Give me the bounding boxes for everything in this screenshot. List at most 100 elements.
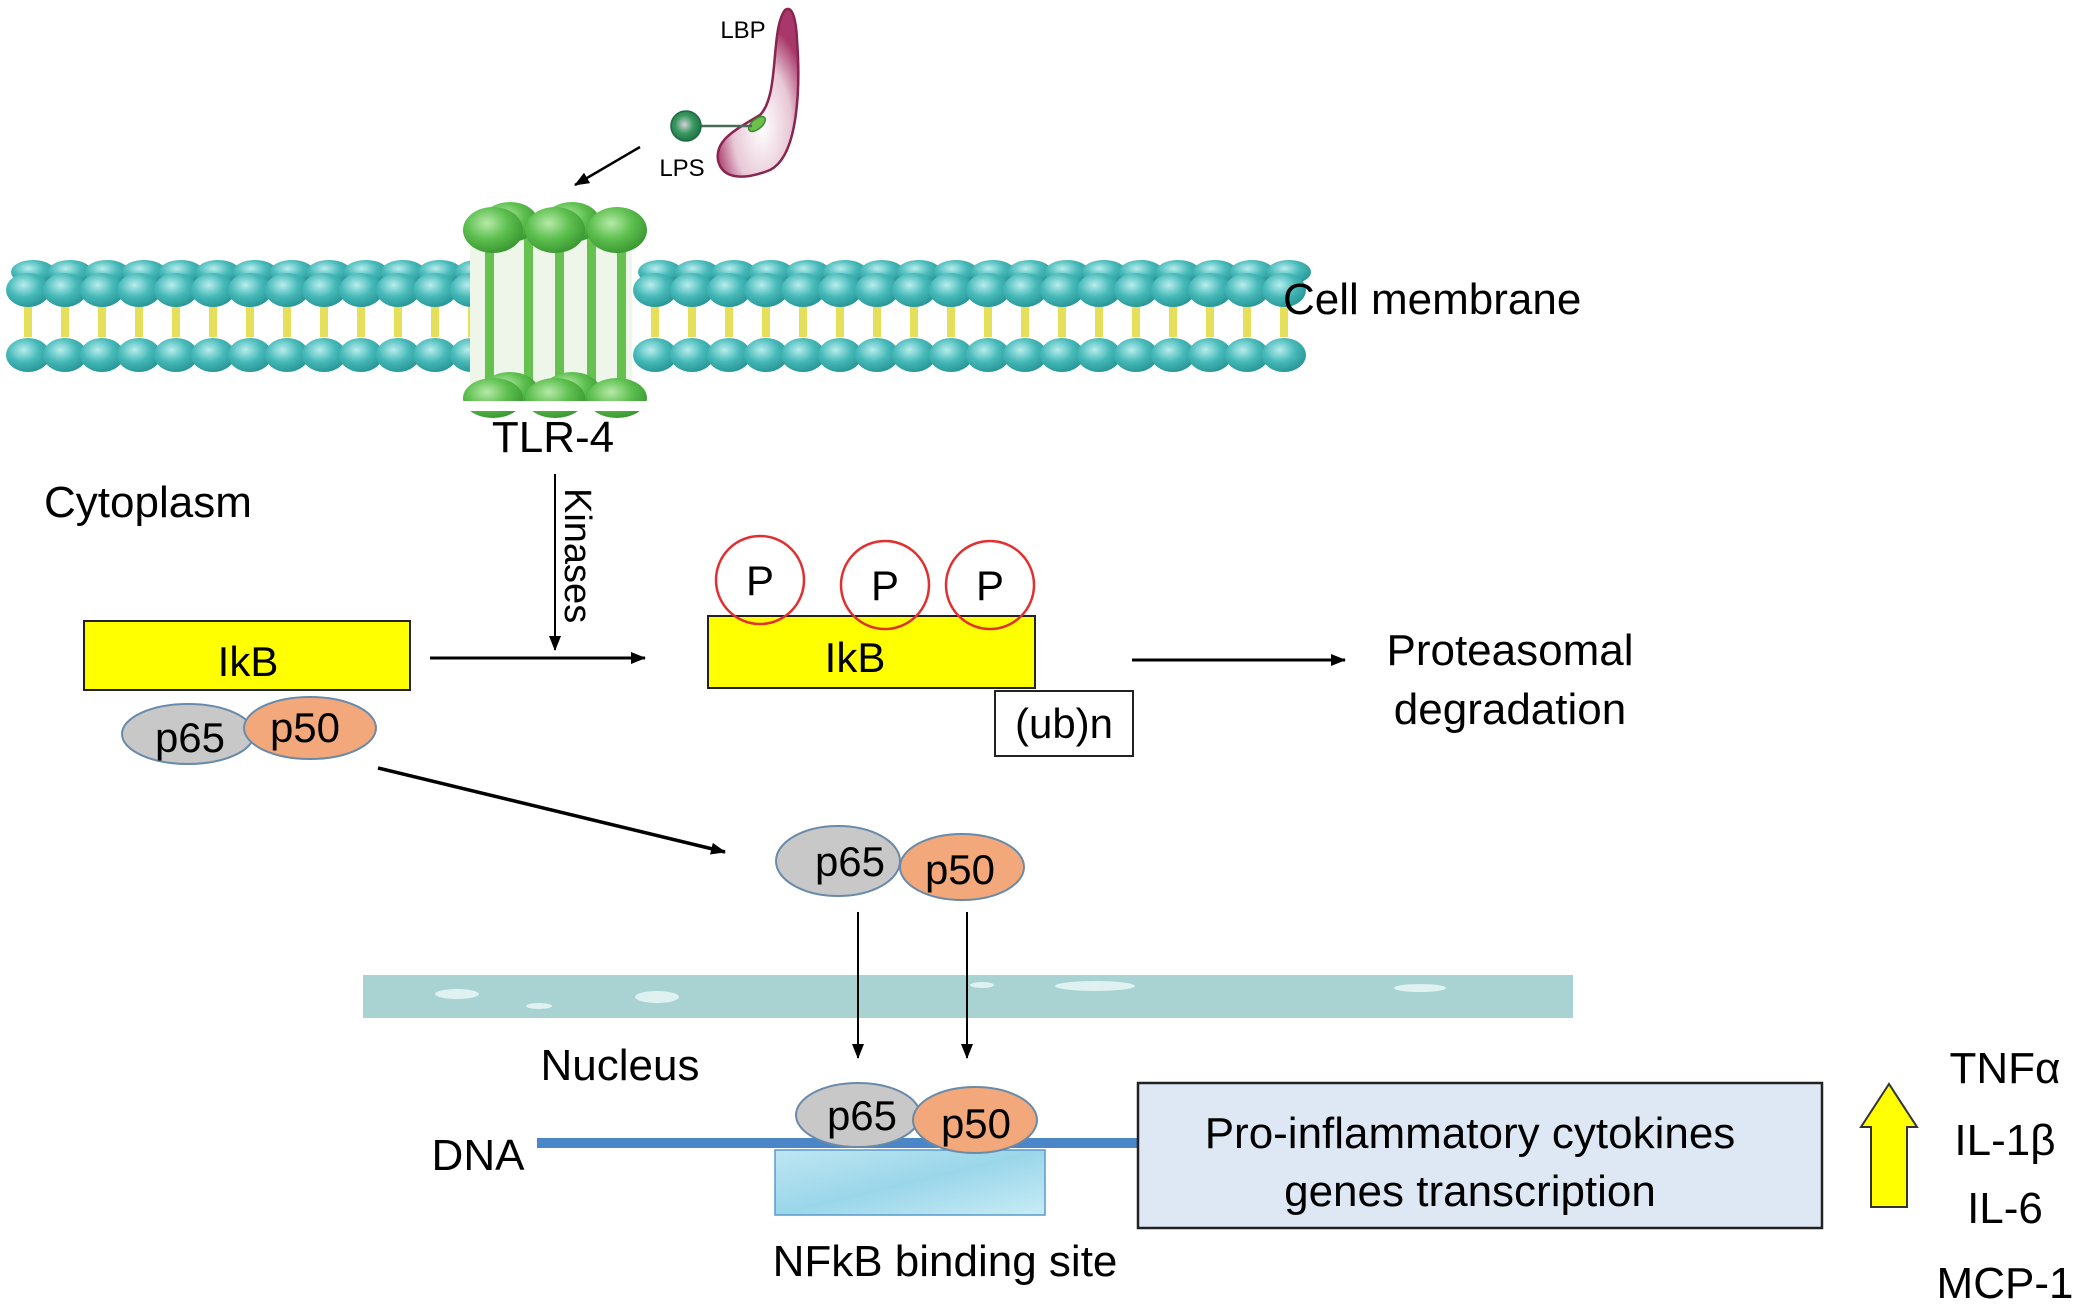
lipid-head — [670, 338, 714, 372]
transcription-box — [1136, 1081, 1824, 1230]
lipid-head — [413, 273, 457, 307]
lipid-tail — [246, 305, 254, 337]
lipid-tail — [1243, 305, 1251, 337]
lipid-head — [228, 338, 272, 372]
tlr4-foot — [587, 378, 647, 418]
lipid-tail — [947, 305, 955, 337]
lipid-head — [43, 273, 87, 307]
p50-label-bound: p50 — [941, 1100, 1011, 1147]
lipid-head — [339, 273, 383, 307]
lipid-tail — [984, 305, 992, 337]
lipid-tail — [320, 305, 328, 337]
lipid-head — [339, 338, 383, 372]
lipid-tail — [1132, 305, 1140, 337]
lipid-head — [1114, 338, 1158, 372]
lipid-head — [707, 273, 751, 307]
lipid-head — [744, 273, 788, 307]
lipid-head — [228, 273, 272, 307]
lipid-tail — [1280, 305, 1288, 337]
cytokine-label: MCP-1 — [1937, 1259, 2074, 1306]
p50-label-cytoplasm: p50 — [270, 704, 340, 751]
lipid-tail — [172, 305, 180, 337]
cytokine-label: IL-6 — [1967, 1184, 2043, 1233]
tlr4-helix — [555, 235, 564, 400]
lipid-head — [6, 338, 50, 372]
lipid-head — [818, 273, 862, 307]
degradation-label-line1: Proteasomal — [1386, 626, 1633, 675]
lipid-head — [966, 273, 1010, 307]
lipid-head — [376, 338, 420, 372]
p50-label-free: p50 — [925, 846, 995, 893]
lipid-tail — [799, 305, 807, 337]
lipid-head — [633, 273, 677, 307]
lipid-tail — [1206, 305, 1214, 337]
cytokine-label: TNFα — [1950, 1044, 2061, 1093]
lipid-head — [1003, 338, 1047, 372]
tlr4-foot — [525, 378, 585, 418]
lbp-label: LBP — [720, 17, 765, 44]
p50-subunit-bound — [912, 1086, 1038, 1154]
lipid-head — [929, 273, 973, 307]
ikb-box-inactive — [83, 620, 411, 691]
cytokine-label: IL-1β — [1954, 1116, 2055, 1165]
tlr4-helix — [617, 235, 626, 400]
tlr4-receptor — [460, 202, 650, 418]
lipid-head — [1040, 273, 1084, 307]
lipid-head — [1114, 273, 1158, 307]
lipid-head — [1262, 338, 1306, 372]
degradation-label-line2: degradation — [1394, 685, 1626, 734]
lipid-head — [6, 273, 50, 307]
lipid-tail — [1095, 305, 1103, 337]
p65-label-cytoplasm: p65 — [155, 714, 225, 761]
phosphate-circle — [839, 539, 931, 631]
lipid-head — [1225, 273, 1269, 307]
lipid-head — [855, 338, 899, 372]
lipid-tail — [1021, 305, 1029, 337]
lipid-tail — [651, 305, 659, 337]
lipid-tail — [61, 305, 69, 337]
lipid-head — [154, 273, 198, 307]
cell-membrane-label: Cell membrane — [1283, 275, 1581, 324]
tlr4-label: TLR-4 — [492, 413, 614, 462]
cytoplasm-label: Cytoplasm — [44, 478, 252, 527]
lps-label: LPS — [659, 155, 704, 182]
kinases-label: Kinases — [556, 488, 598, 623]
lipid-head — [1151, 338, 1195, 372]
lbp-shape — [716, 7, 800, 178]
tlr4-head — [463, 207, 523, 253]
transcription-label-line1: Pro-inflammatory cytokines — [1205, 1109, 1736, 1158]
lipid-head — [265, 338, 309, 372]
lipid-head — [302, 338, 346, 372]
nfkb-release-arrow — [377, 766, 726, 855]
lps-to-tlr4-arrow — [574, 145, 641, 187]
lipid-head — [302, 273, 346, 307]
tlr4-head — [587, 207, 647, 253]
lipid-head — [1262, 273, 1306, 307]
phosphate-circle — [714, 534, 806, 626]
p65-label-bound: p65 — [827, 1092, 897, 1139]
lipid-head — [892, 338, 936, 372]
lipid-tail — [762, 305, 770, 337]
lps-molecule-icon — [670, 110, 702, 142]
lipid-head — [117, 338, 161, 372]
lipid-tail — [394, 305, 402, 337]
lipid-head — [191, 338, 235, 372]
lipid-head — [1188, 338, 1232, 372]
lipid-tail — [688, 305, 696, 337]
lipid-head — [117, 273, 161, 307]
lipid-head — [744, 338, 788, 372]
lipid-tail — [725, 305, 733, 337]
lipid-tail — [836, 305, 844, 337]
dna-label: DNA — [432, 1131, 526, 1180]
lbp-binding-pocket — [747, 115, 767, 133]
lipid-head — [80, 338, 124, 372]
tlr4-helix — [524, 235, 533, 400]
nucleus-label: Nucleus — [541, 1041, 700, 1090]
cell-membrane — [6, 260, 1311, 372]
tlr4-body — [470, 230, 632, 400]
lipid-tail — [1169, 305, 1177, 337]
p50-subunit-cytoplasm — [243, 696, 377, 760]
transcription-label-line2: genes transcription — [1284, 1167, 1656, 1216]
phosphate-label: P — [976, 562, 1004, 609]
